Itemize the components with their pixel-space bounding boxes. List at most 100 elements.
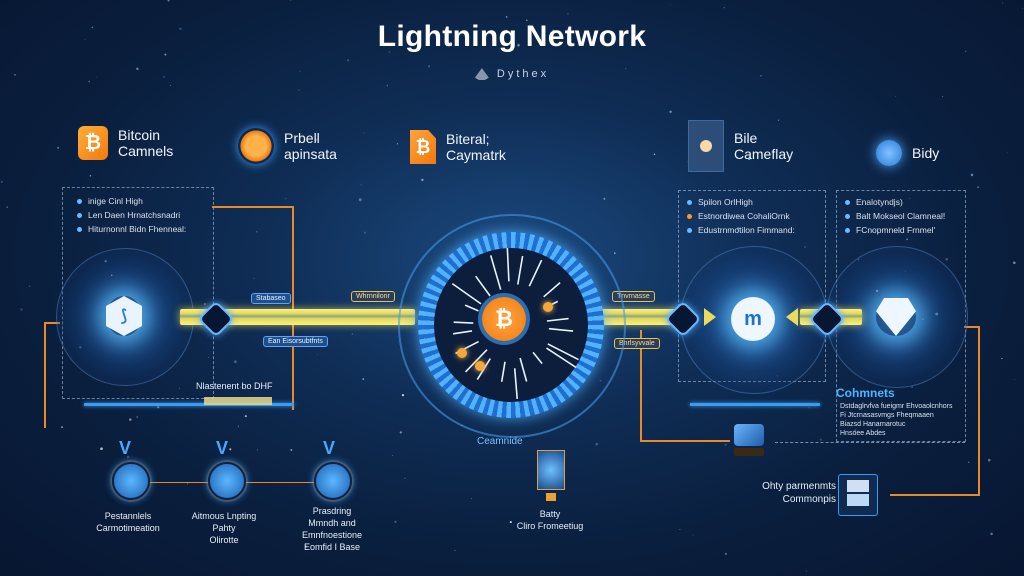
comments-title: Cohmnets (836, 386, 895, 400)
star (363, 132, 365, 134)
star (298, 89, 300, 91)
shield-node-icon (876, 298, 916, 336)
star (148, 559, 150, 561)
star (505, 15, 508, 18)
bullet-item: Edustrnmotilon Fimmand: (687, 223, 825, 237)
star (421, 178, 424, 182)
star (186, 483, 189, 485)
star (808, 407, 810, 409)
bitcoin-tile-icon: ₿ (78, 126, 108, 160)
checkmark-v-icon: V (323, 438, 336, 458)
star (244, 415, 247, 418)
star (399, 431, 402, 434)
small-coin-icon (475, 361, 485, 371)
star (157, 406, 160, 409)
star (61, 426, 63, 428)
comment-item: Dstdaglrvfva fueigmr Ehvoaolcnhors (840, 403, 953, 410)
right-node-b-core (876, 298, 916, 336)
star (603, 197, 606, 200)
star (723, 7, 725, 9)
connector-line (292, 206, 294, 410)
page-title: Lightning Network (377, 20, 647, 53)
bullet-item: Enalotyndjs) (845, 195, 965, 209)
hexagon-node-icon: ⟆ (106, 296, 142, 336)
bullet-item: Estnordiwea CohaliOrnk (687, 209, 825, 223)
bitcoin-coin-icon[interactable]: ₿ (482, 297, 526, 341)
bullet-item: Hiturnonnl Bidn Fhenneal: (77, 222, 213, 236)
star (614, 252, 616, 254)
bullet-dot-icon (77, 227, 82, 233)
step-node-2[interactable] (208, 462, 246, 500)
star (404, 477, 406, 479)
label-line2: Camnels (118, 143, 174, 159)
star (394, 520, 397, 523)
small-coin-icon (543, 302, 553, 312)
wallet-card-icon[interactable] (537, 450, 565, 490)
star (967, 461, 970, 464)
star (669, 110, 672, 113)
checkmark-v-icon: V (119, 438, 132, 458)
star (169, 85, 171, 86)
star (977, 186, 979, 188)
step-node-3[interactable] (314, 462, 352, 500)
progress-line (84, 403, 294, 406)
star (392, 455, 394, 456)
hub-outer-ring (398, 214, 626, 438)
label-line2: Caymatrk (446, 147, 506, 163)
hub-ray (453, 321, 474, 324)
star (1002, 2, 1003, 4)
comment-item: Fi Jtcrnasasvmgs Fheqmaaen (840, 412, 934, 419)
progress-line (690, 403, 820, 406)
star (358, 198, 362, 202)
bullet-dot-icon (845, 228, 850, 234)
hub-ray (489, 255, 502, 290)
connector-line (44, 322, 60, 324)
star (1022, 7, 1023, 9)
channel-tag: Whrnnilonr (351, 291, 395, 302)
step-node-1[interactable] (112, 462, 150, 500)
hub-ray (451, 282, 482, 305)
star (653, 153, 656, 155)
left-caption: Nlastenent bo DHF (196, 381, 273, 391)
star (1006, 152, 1008, 153)
star (362, 378, 365, 381)
star (679, 528, 681, 530)
comments-list: Dstdaglrvfva fueigmr Ehvoaolcnhors Fi Jt… (840, 402, 952, 438)
bullet-item: Len Daen Hrnatchsnadri (77, 208, 213, 222)
chart-tile-icon[interactable] (838, 474, 878, 516)
bitcoin-document-icon: ₿ (410, 130, 436, 164)
subtitle-text: Dythex (496, 68, 550, 80)
connector-line (964, 326, 980, 328)
hub-ray (543, 281, 561, 298)
hub-ray (464, 304, 479, 312)
hub-ray (506, 248, 510, 282)
hub-ray (546, 347, 577, 369)
star (454, 549, 456, 552)
bar-chart-icon (847, 480, 869, 492)
bullet-dot-icon (845, 200, 850, 206)
star (256, 449, 258, 451)
star (290, 448, 293, 452)
star (57, 147, 59, 149)
arrow-left-icon (786, 308, 798, 326)
payment-channel-left (180, 309, 415, 325)
star (347, 59, 350, 62)
label-line2: apinsata (284, 146, 337, 162)
label-line1: Biteral; (446, 131, 490, 147)
tray-icon (734, 448, 764, 456)
channel-tag: Stabaseo (251, 293, 291, 304)
bullet-dot-icon (687, 228, 692, 234)
bullet-dot-icon (687, 200, 692, 206)
arrow-right-icon (704, 308, 716, 326)
hub-ray (532, 351, 543, 365)
document-stack-icon[interactable] (734, 424, 764, 446)
logo-icon (474, 68, 489, 81)
star (167, 0, 170, 2)
star (724, 552, 727, 555)
star (567, 13, 569, 15)
star (20, 308, 23, 311)
hub-ray (547, 343, 579, 361)
